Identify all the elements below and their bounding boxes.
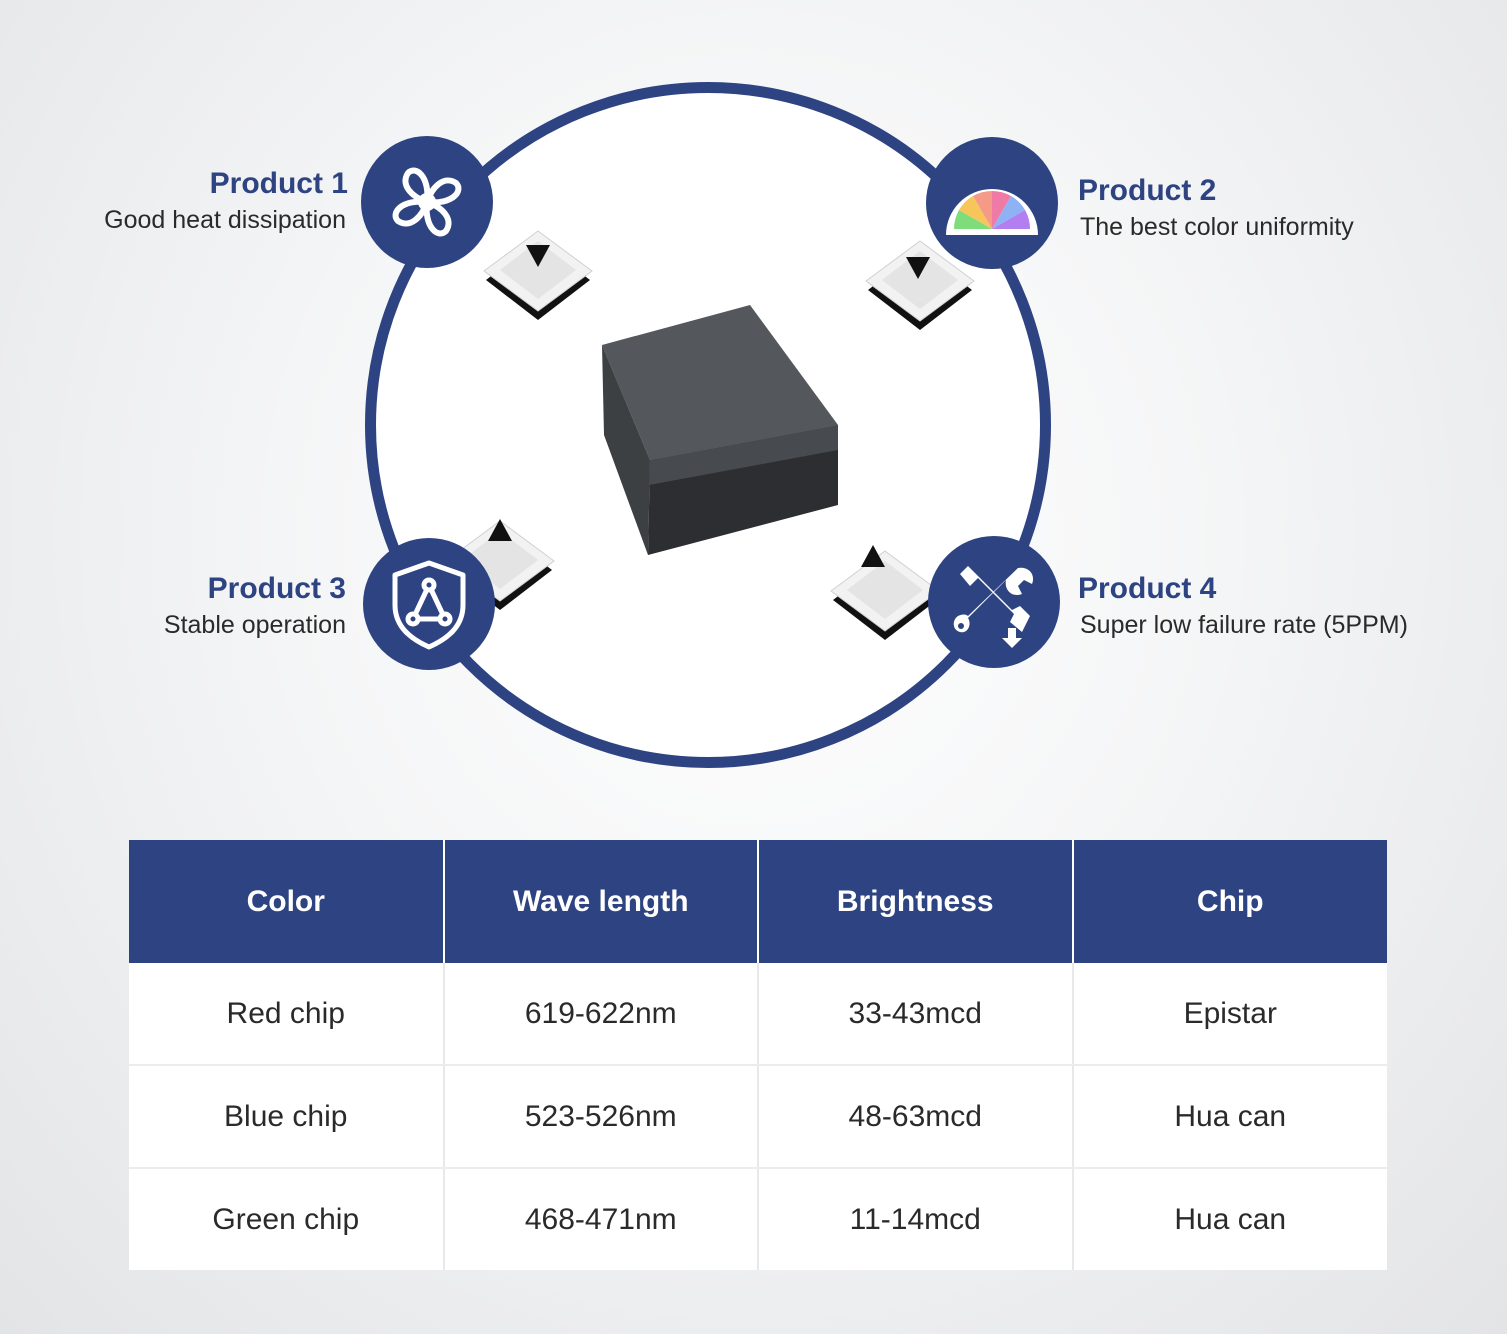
- table-cell: 33-43mcd: [758, 963, 1074, 1066]
- feature-3-description: Stable operation: [163, 611, 346, 639]
- table-cell: Hua can: [1072, 1168, 1387, 1270]
- table-header-row: Color Wave length Brightness Chip: [129, 840, 1387, 963]
- led-chip-image: [602, 305, 838, 555]
- feature-badge-2: [926, 137, 1058, 269]
- shield-network-icon: [392, 560, 466, 650]
- feature-4-title: Product 4: [1078, 572, 1217, 605]
- feature-badge-1: [361, 136, 493, 268]
- table-cell: Blue chip: [129, 1065, 445, 1169]
- table-cell: 523-526nm: [443, 1065, 759, 1169]
- feature-2-description: The best color uniformity: [1080, 213, 1354, 241]
- feature-badge-4: [928, 536, 1060, 668]
- table-row: Blue chip 523-526nm 48-63mcd Hua can: [129, 1065, 1387, 1169]
- table-cell: Epistar: [1072, 963, 1387, 1066]
- table-cell: Green chip: [129, 1168, 445, 1270]
- table-cell: 468-471nm: [443, 1168, 759, 1270]
- led-pad-top-right: [865, 240, 975, 330]
- table-header-cell: Chip: [1072, 840, 1387, 963]
- table-row: Red chip 619-622nm 33-43mcd Epistar: [129, 963, 1387, 1066]
- table-header-cell: Brightness: [758, 840, 1074, 963]
- table-cell: 48-63mcd: [758, 1065, 1074, 1169]
- table-header-cell: Color: [129, 840, 445, 963]
- table-row: Green chip 468-471nm 11-14mcd Hua can: [129, 1168, 1387, 1270]
- feature-badge-3: [363, 538, 495, 670]
- spec-table: Color Wave length Brightness Chip Red ch…: [129, 840, 1387, 1270]
- feature-1-description: Good heat dissipation: [104, 206, 346, 234]
- table-cell: 619-622nm: [443, 963, 759, 1066]
- led-pad-top-left: [483, 230, 593, 320]
- table-header-cell: Wave length: [443, 840, 759, 963]
- feature-2-title: Product 2: [1078, 174, 1217, 207]
- feature-3-title: Product 3: [207, 572, 346, 605]
- led-pad-bottom-right: [830, 545, 940, 640]
- color-fan-icon: [946, 189, 1038, 235]
- table-cell: Hua can: [1072, 1065, 1387, 1169]
- feature-4-description: Super low failure rate (5PPM): [1080, 611, 1408, 639]
- fan-icon: [392, 167, 462, 237]
- feature-1-title: Product 1: [209, 167, 348, 200]
- table-cell: 11-14mcd: [758, 1168, 1074, 1270]
- table-cell: Red chip: [129, 963, 445, 1066]
- tools-icon: [953, 566, 1034, 648]
